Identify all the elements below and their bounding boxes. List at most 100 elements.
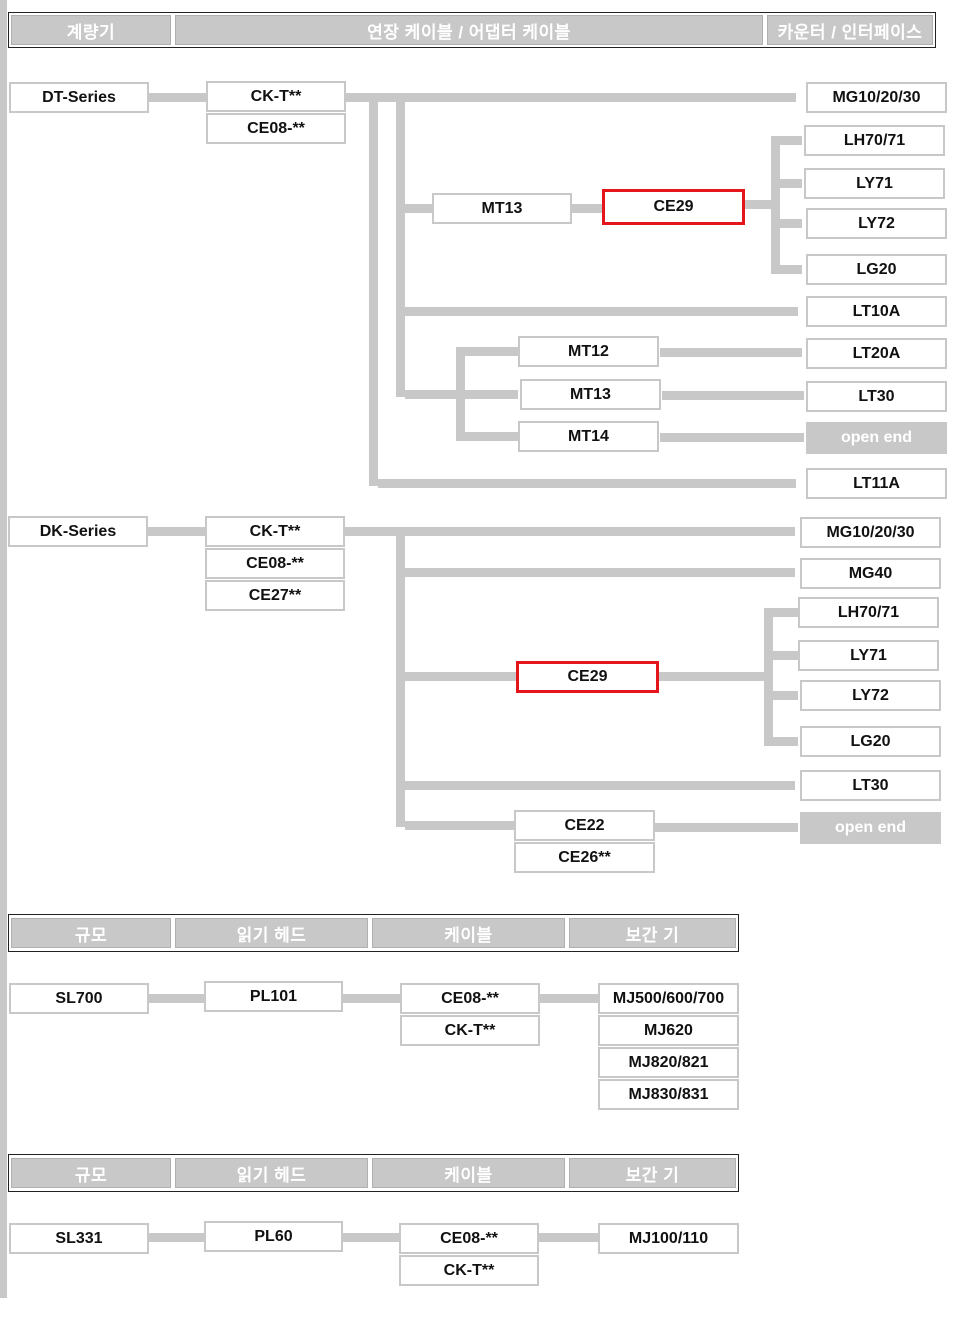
sl331-cable-ckt: CK-T** [399, 1255, 539, 1286]
dk-counter-mg40: MG40 [800, 558, 941, 589]
header-cable: 케이블 [372, 1158, 565, 1188]
dt-series-meter: DT-Series [9, 82, 149, 113]
dk-counter-lg20: LG20 [800, 726, 941, 757]
dt-counter-lt20a: LT20A [806, 338, 947, 369]
sl700-scale: SL700 [9, 983, 149, 1014]
dt-adapter-mt12: MT12 [518, 336, 659, 367]
dt-counter-mg102030: MG10/20/30 [806, 82, 947, 113]
connector-line [773, 737, 798, 746]
dt-counter-lt11a: LT11A [806, 468, 947, 499]
connector-line [147, 1233, 205, 1242]
connector-line [378, 479, 796, 488]
connector-line [662, 391, 804, 400]
connector-line [405, 672, 517, 681]
connector-line [345, 527, 795, 536]
connector-line [147, 994, 205, 1003]
connector-line [660, 433, 804, 442]
connector-line [342, 1233, 400, 1242]
sl700-read-head: PL101 [204, 981, 343, 1012]
dk-adapter-ce26: CE26** [514, 842, 655, 873]
sl700-interp-mj830: MJ830/831 [598, 1079, 739, 1110]
connector-line [405, 568, 795, 577]
dk-counter-ly71: LY71 [798, 640, 939, 671]
dt-cable-ckt: CK-T** [206, 81, 346, 112]
connector-line [465, 390, 518, 399]
dt-counter-lh7071: LH70/71 [804, 125, 945, 156]
connector-line [773, 691, 798, 700]
sl700-cable-ce08: CE08-** [400, 983, 540, 1014]
connector-line [342, 994, 400, 1003]
header-cable: 케이블 [372, 918, 565, 948]
dt-counter-lt30: LT30 [806, 381, 947, 412]
connector-line [148, 527, 206, 536]
dt-counter-ly71: LY71 [804, 168, 945, 199]
connector-line [780, 265, 802, 274]
dt-adapter-mt13: MT13 [432, 193, 572, 224]
dt-adapter-ce29-highlight: CE29 [602, 189, 745, 225]
dt-cable-ce08: CE08-** [206, 113, 346, 144]
header-counter-interface: 카운터 / 인터페이스 [767, 15, 933, 45]
connector-line [744, 200, 774, 209]
dk-series-meter: DK-Series [8, 516, 148, 547]
header-read-head: 읽기 헤드 [175, 918, 368, 948]
connector-line [405, 390, 457, 399]
connector-line [465, 347, 518, 356]
dk-adapter-ce22: CE22 [514, 810, 655, 841]
dk-cable-ce08: CE08-** [205, 548, 345, 579]
sl700-cable-ckt: CK-T** [400, 1015, 540, 1046]
connector-line [405, 204, 433, 213]
connector-line [539, 994, 599, 1003]
connector-line [465, 432, 518, 441]
header-read-head: 읽기 헤드 [175, 1158, 368, 1188]
connector-line [405, 821, 515, 830]
sl700-interp-mj820: MJ820/821 [598, 1047, 739, 1078]
dt-counter-lg20: LG20 [806, 254, 947, 285]
dt-adapter-mt13b: MT13 [520, 379, 661, 410]
dk-adapter-ce29-highlight: CE29 [516, 661, 659, 693]
connector-line [369, 93, 378, 486]
connector-line [539, 1233, 599, 1242]
sl331-interp-mj100: MJ100/110 [598, 1223, 739, 1254]
left-margin-bar [0, 0, 7, 1298]
connector-line [780, 219, 802, 228]
connector-line [780, 179, 802, 188]
sl700-interp-mj500: MJ500/600/700 [598, 983, 739, 1014]
connector-line [572, 204, 604, 213]
header-extension-cable: 연장 케이블 / 어댑터 케이블 [175, 15, 763, 45]
connector-line [405, 307, 798, 316]
sl331-read-head: PL60 [204, 1221, 343, 1252]
dk-counter-ly72: LY72 [800, 680, 941, 711]
dt-counter-lt10a: LT10A [806, 296, 947, 327]
dk-cable-ckt: CK-T** [205, 516, 345, 547]
header-meter: 계량기 [11, 15, 171, 45]
connector-line [148, 93, 206, 102]
connector-line [396, 535, 405, 827]
dt-adapter-mt14: MT14 [518, 421, 659, 452]
sl331-scale: SL331 [9, 1223, 149, 1254]
connector-line [346, 93, 796, 102]
connector-line [773, 651, 798, 660]
connector-line [764, 608, 773, 746]
header-scale: 규모 [11, 1158, 171, 1188]
dk-counter-open-end: open end [800, 812, 941, 844]
dk-cable-ce27: CE27** [205, 580, 345, 611]
dk-counter-lh7071: LH70/71 [798, 597, 939, 628]
connector-line [396, 93, 405, 397]
header-interpolator: 보간 기 [569, 1158, 736, 1188]
connector-line [660, 348, 802, 357]
sl700-interp-mj620: MJ620 [598, 1015, 739, 1046]
connector-line [405, 781, 795, 790]
dt-counter-open-end: open end [806, 422, 947, 454]
dk-counter-mg102030: MG10/20/30 [800, 517, 941, 548]
header-interpolator: 보간 기 [569, 918, 736, 948]
dt-counter-ly72: LY72 [806, 208, 947, 239]
header-scale: 규모 [11, 918, 171, 948]
connector-line [780, 136, 802, 145]
sl331-cable-ce08: CE08-** [399, 1223, 539, 1254]
connector-line [456, 347, 465, 441]
connector-line [654, 823, 798, 832]
dk-counter-lt30: LT30 [800, 770, 941, 801]
connector-line [771, 136, 780, 274]
connector-line [658, 672, 768, 681]
connector-line [773, 608, 798, 617]
